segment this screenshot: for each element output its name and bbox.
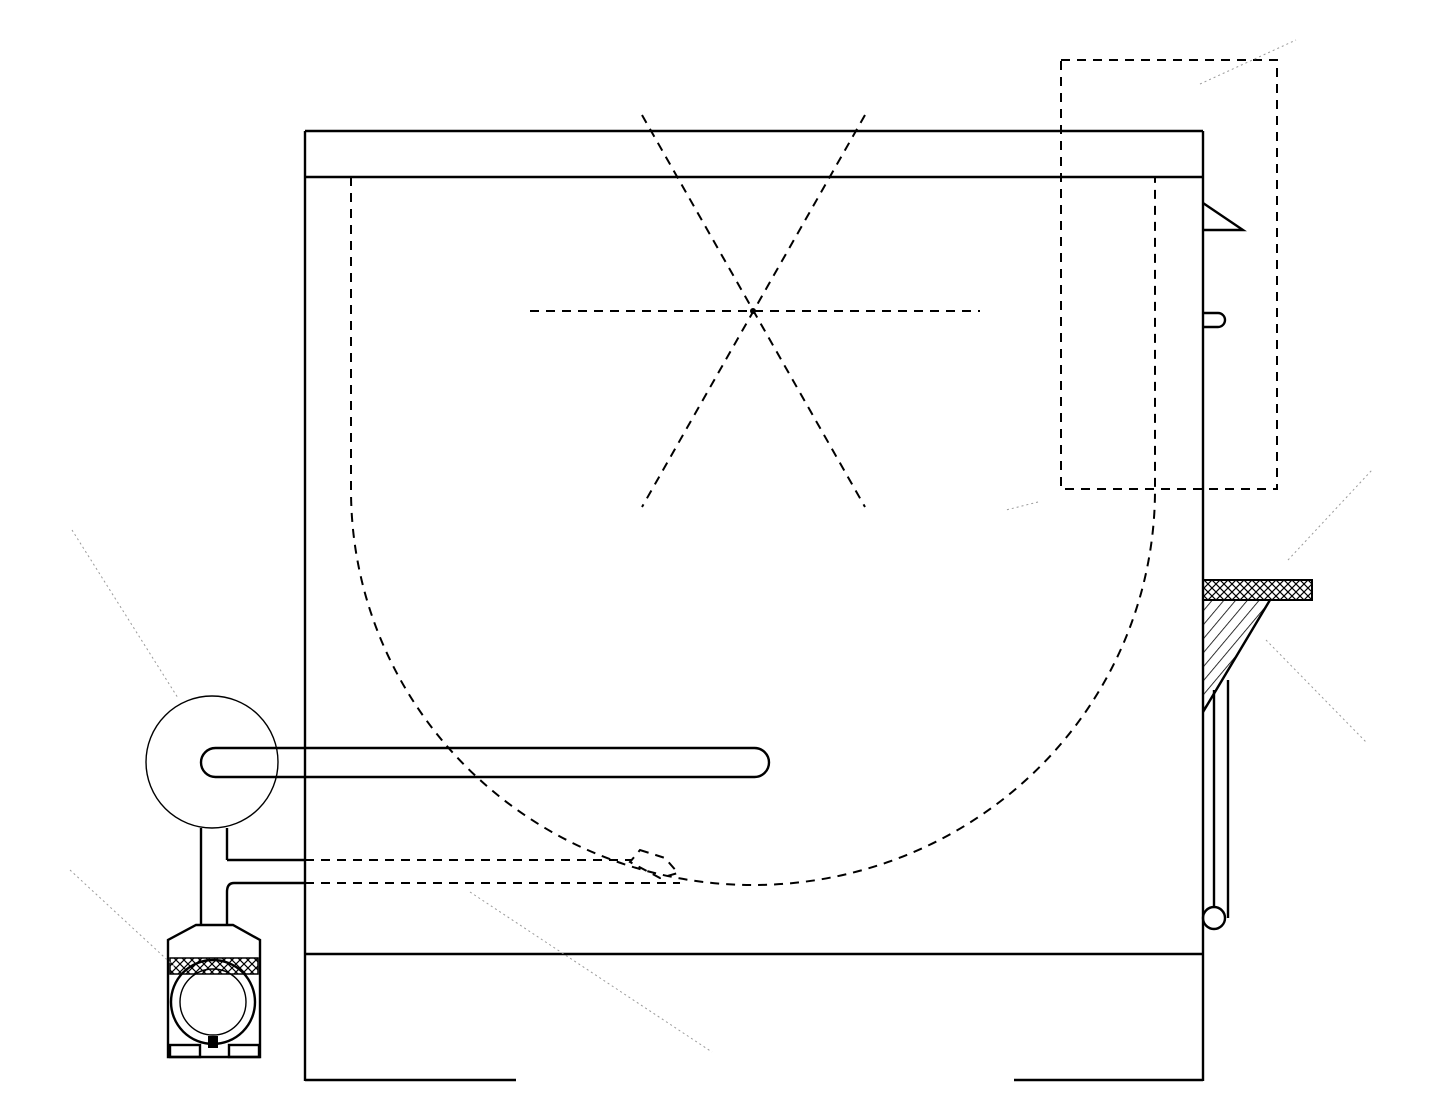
motor-unit [166, 923, 262, 1059]
housing [303, 129, 1205, 1082]
agitator-star [530, 114, 980, 508]
spray-pipe [199, 746, 771, 779]
small-tab [1203, 311, 1227, 329]
inner-drum [350, 177, 1156, 886]
riser-pipe [199, 828, 305, 925]
support-rod [1201, 680, 1230, 931]
triangle-fitting [1202, 202, 1247, 232]
inlet-pipe [305, 848, 680, 884]
machine-drawing [145, 59, 1313, 1082]
hatched-bracket [1201, 579, 1313, 716]
pump-circle [145, 695, 279, 829]
dashed-panel-box [1060, 59, 1278, 490]
leader-lines [69, 39, 1373, 1053]
